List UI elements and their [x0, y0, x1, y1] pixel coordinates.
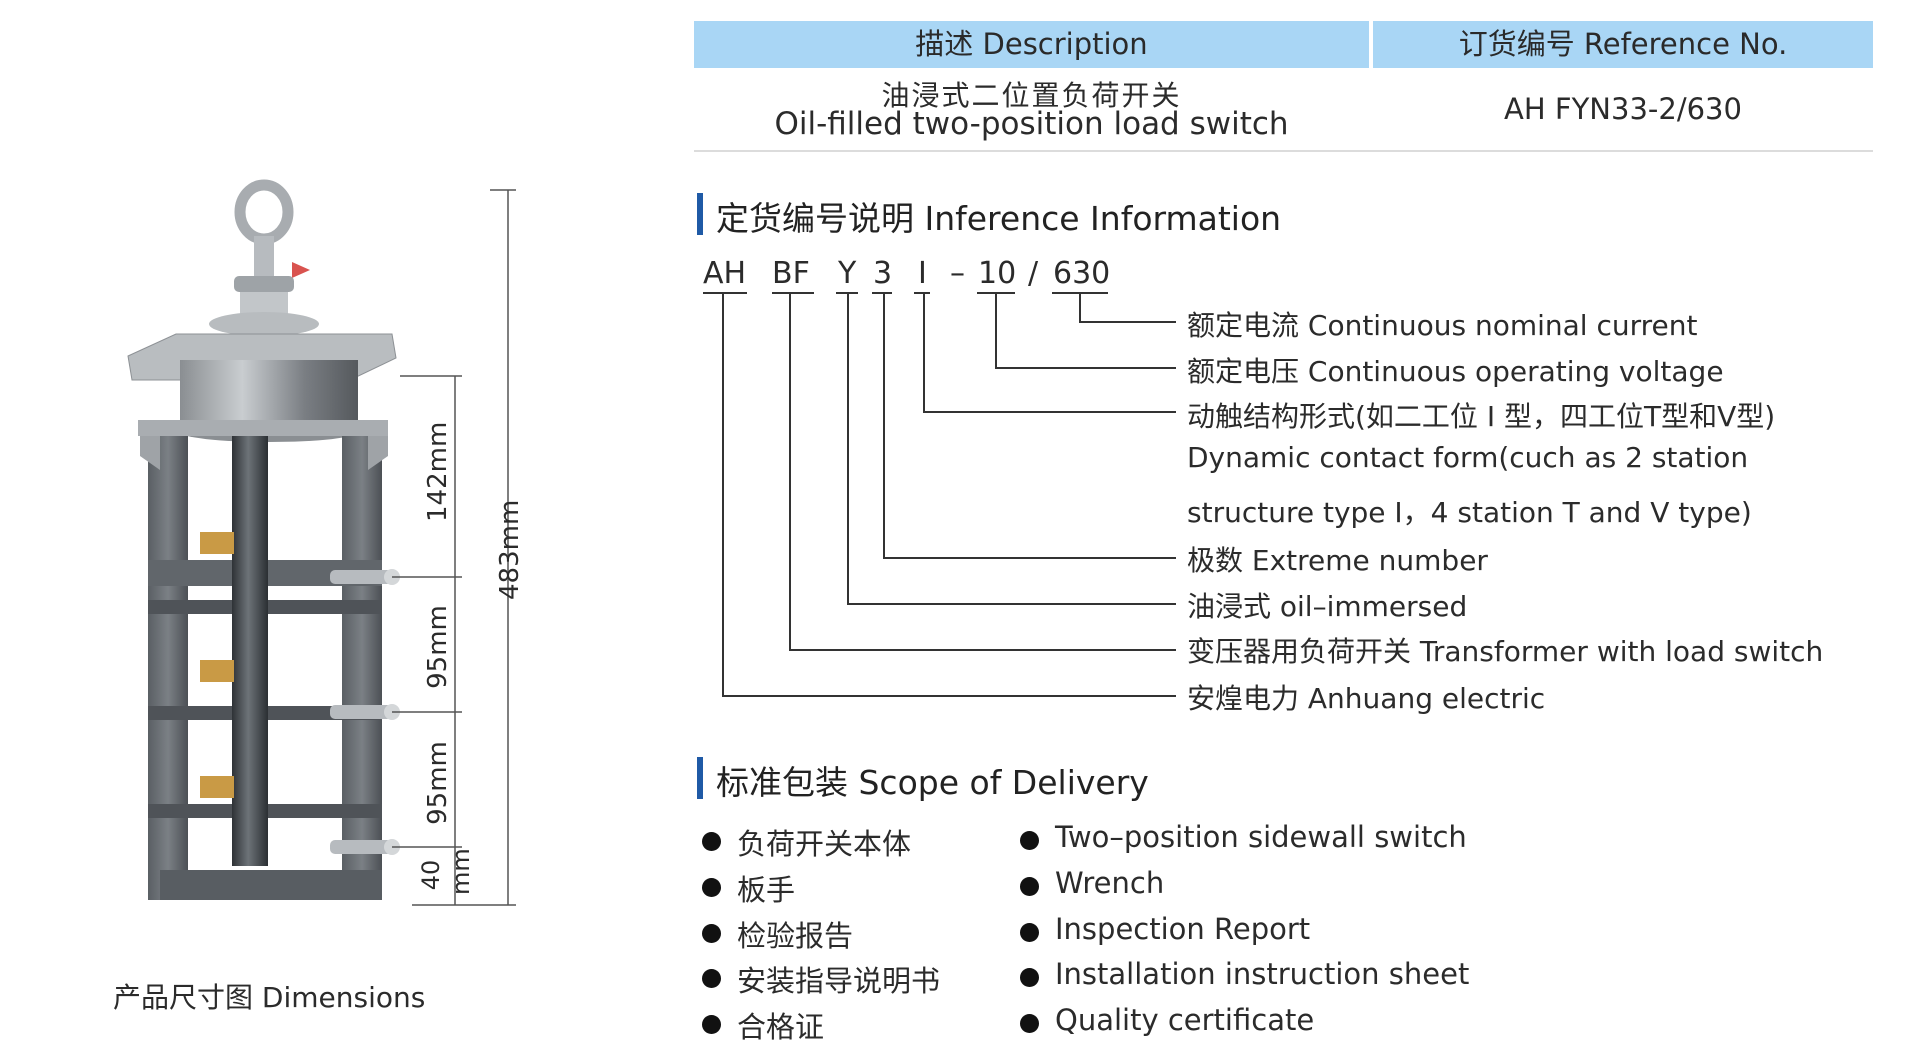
table-header-reference: 订货编号 Reference No. — [1373, 21, 1873, 68]
code-underline — [836, 292, 858, 294]
delivery-item-en: Installation instruction sheet — [1055, 957, 1470, 991]
delivery-item-cn: 安装指导说明书 — [737, 964, 941, 998]
delivery-item-en: Quality certificate — [1055, 1003, 1315, 1037]
bullet-icon — [702, 924, 721, 943]
delivery-item-en: Wrench — [1055, 866, 1165, 900]
product-drawing — [127, 179, 516, 906]
explain-contact-en-2: structure type I，4 station T and V type) — [1187, 496, 1752, 529]
explain-voltage: 额定电压 Continuous operating voltage — [1187, 355, 1724, 388]
eye-bolt — [209, 179, 319, 336]
bullet-icon — [1020, 968, 1039, 987]
code-part-3: 3 — [873, 256, 893, 291]
code-part-10: 10 — [978, 256, 1017, 291]
code-part-dash: – — [950, 256, 965, 291]
explain-brand: 安煌电力 Anhuang electric — [1187, 682, 1546, 715]
code-underline — [703, 292, 747, 294]
delivery-item-cn: 合格证 — [737, 1010, 825, 1044]
code-underline — [977, 292, 1015, 294]
delivery-item-en: Inspection Report — [1055, 912, 1311, 946]
explain-current: 额定电流 Continuous nominal current — [1187, 309, 1698, 342]
inference-title: 定货编号说明 Inference Information — [716, 199, 1282, 238]
bullet-icon — [702, 1015, 721, 1034]
central-shaft — [232, 436, 268, 866]
table-description-en: Oil-filled two-position load switch — [774, 106, 1289, 142]
table-bottom-border — [694, 150, 1873, 152]
bullet-icon — [702, 832, 721, 851]
delivery-item-cn: 检验报告 — [737, 919, 854, 953]
bullet-icon — [1020, 877, 1039, 896]
frame-left — [148, 420, 188, 900]
explain-contact-cn: 动触结构形式(如二工位 I 型，四工位T型和V型) — [1187, 400, 1776, 433]
code-part-y: Y — [838, 256, 857, 291]
code-part-630: 630 — [1053, 256, 1111, 291]
code-part-ah: AH — [703, 256, 747, 291]
table-reference-number: AH FYN33-2/630 — [1504, 92, 1742, 126]
section-accent-bar — [697, 193, 703, 235]
frame-right — [342, 420, 382, 900]
code-part-slash: / — [1028, 256, 1039, 291]
table-header-divider — [1369, 21, 1373, 68]
code-underline — [772, 292, 814, 294]
code-part-i: I — [918, 256, 927, 291]
code-underline — [1052, 292, 1108, 294]
code-underline — [872, 292, 892, 294]
delivery-item-cn: 板手 — [737, 873, 796, 907]
contact-set — [200, 532, 400, 855]
dimensions-caption: 产品尺寸图 Dimensions — [113, 981, 426, 1014]
table-header-description: 描述 Description — [694, 21, 1369, 68]
section-accent-bar — [697, 757, 703, 799]
bullet-icon — [702, 878, 721, 897]
table-description-cn: 油浸式二位置负荷开关 — [881, 79, 1182, 112]
delivery-item-en: Two–position sidewall switch — [1055, 820, 1467, 854]
bullet-icon — [1020, 923, 1039, 942]
dimension-lines — [392, 189, 516, 906]
explain-poles: 极数 Extreme number — [1187, 544, 1488, 577]
bullet-icon — [702, 969, 721, 988]
code-underline — [914, 292, 930, 294]
bullet-icon — [1020, 831, 1039, 850]
code-part-bf: BF — [772, 256, 810, 291]
bullet-icon — [1020, 1014, 1039, 1033]
explain-oil: 油浸式 oil–immersed — [1187, 590, 1468, 623]
delivery-item-cn: 负荷开关本体 — [737, 827, 912, 861]
delivery-title: 标准包装 Scope of Delivery — [716, 763, 1149, 802]
explain-contact-en-1: Dynamic contact form(cuch as 2 station — [1187, 441, 1749, 474]
explain-transformer: 变压器用负荷开关 Transformer with load switch — [1187, 635, 1824, 668]
